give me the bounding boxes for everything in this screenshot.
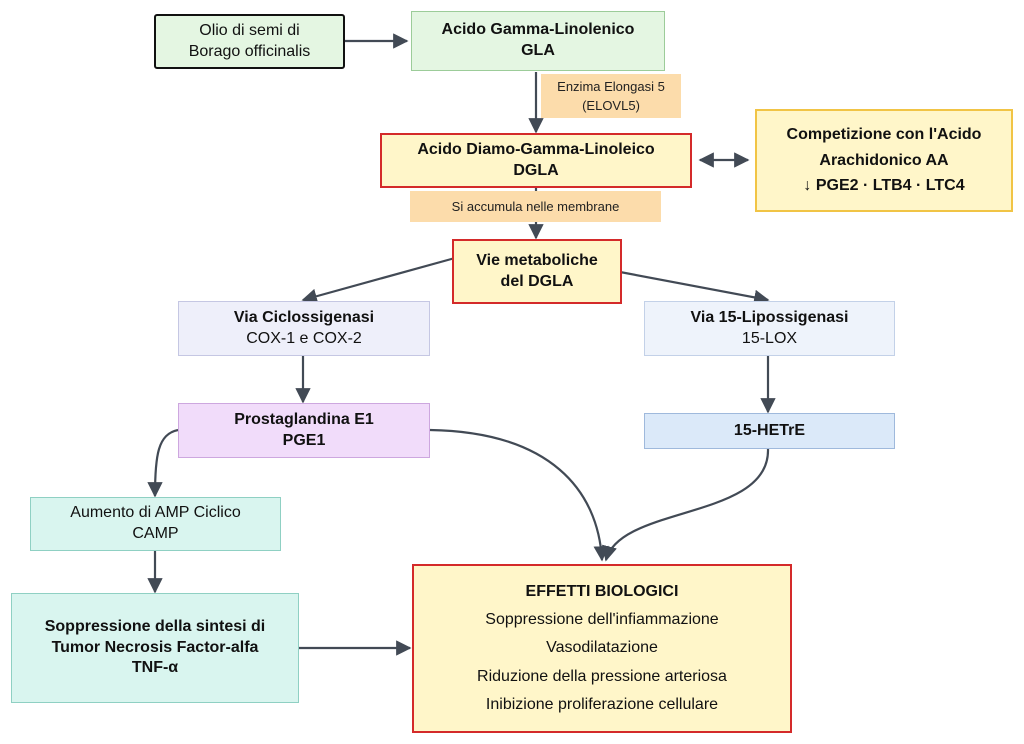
node-pge1-line2: PGE1 <box>282 431 326 449</box>
node-tnf-suppression: Soppressione della sintesi di Tumor Necr… <box>11 593 299 703</box>
node-competition-aa-line2: Arachidonico AA <box>819 151 949 169</box>
node-camp-line1: Aumento di AMP Ciclico <box>70 504 241 522</box>
effect-item-4: Inibizione proliferazione cellulare <box>485 695 719 713</box>
node-dgla-line1: Acido Diamo-Gamma-Linoleico <box>417 140 655 158</box>
node-tnf-suppression-line2: Tumor Necrosis Factor-alfa <box>51 638 259 656</box>
node-biological-effects-title: EFFETTI BIOLOGICI <box>525 583 679 601</box>
node-dgla-pathways-line1: Vie metaboliche <box>476 251 598 269</box>
node-cox-pathway: Via Ciclossigenasi COX-1 e COX-2 <box>178 301 430 356</box>
node-gla: Acido Gamma-Linolenico GLA <box>411 11 665 71</box>
node-15-hetre-text: 15-HETrE <box>733 421 806 439</box>
node-cox-pathway-subtitle: COX-1 e COX-2 <box>246 329 362 347</box>
node-15-hetre: 15-HETrE <box>644 413 895 449</box>
label-elongase-line2: (ELOVL5) <box>582 98 640 113</box>
label-elongase-line1: Enzima Elongasi 5 <box>557 78 665 94</box>
node-borage-oil: Olio di semi di Borago officinalis <box>154 14 345 69</box>
node-camp-line2: CAMP <box>132 525 179 542</box>
node-dgla-pathways: Vie metaboliche del DGLA <box>452 239 622 304</box>
arrow-pge1-to-camp <box>147 428 179 498</box>
node-competition-aa-line1: Competizione con l'Acido <box>786 126 982 144</box>
arrow-pathways-to-lox <box>619 270 770 305</box>
node-lox-pathway: Via 15-Lipossigenasi 15-LOX <box>644 301 895 356</box>
node-lox-pathway-subtitle: 15-LOX <box>741 329 798 347</box>
node-pge1: Prostaglandina E1 PGE1 <box>178 403 430 458</box>
arrow-pge1-to-effects <box>429 428 609 562</box>
node-dgla-pathways-line2: del DGLA <box>500 272 574 290</box>
node-competition-aa: Competizione con l'Acido Arachidonico AA… <box>755 109 1013 212</box>
node-camp: Aumento di AMP Ciclico CAMP <box>30 497 281 551</box>
arrow-hetre-to-effects <box>601 448 770 562</box>
node-gla-line1: Acido Gamma-Linolenico <box>441 21 635 39</box>
label-elongase: Enzima Elongasi 5 (ELOVL5) <box>541 74 681 118</box>
label-membrane-accumulation-text: Si accumula nelle membrane <box>451 198 620 214</box>
node-pge1-line1: Prostaglandina E1 <box>234 410 374 428</box>
node-cox-pathway-title: Via Ciclossigenasi <box>233 308 375 326</box>
node-tnf-suppression-line1: Soppressione della sintesi di <box>44 617 266 635</box>
node-biological-effects: EFFETTI BIOLOGICI Soppressione dell'infi… <box>412 564 792 733</box>
node-tnf-suppression-line3: TNF-α <box>131 659 179 677</box>
node-borage-oil-line2: Borago officinalis <box>188 42 311 60</box>
node-borage-oil-line1: Olio di semi di <box>199 21 300 39</box>
label-membrane-accumulation: Si accumula nelle membrane <box>410 191 661 222</box>
node-dgla-line2: DGLA <box>513 161 559 179</box>
node-lox-pathway-title: Via 15-Lipossigenasi <box>690 308 849 326</box>
effect-item-2: Vasodilatazione <box>546 639 658 657</box>
arrow-pathways-to-cox <box>301 256 456 304</box>
node-competition-aa-line3: ↓ PGE2 · LTB4 · LTC4 <box>803 177 965 195</box>
node-gla-line2: GLA <box>521 42 555 59</box>
effect-item-3: Riduzione della pressione arteriosa <box>477 667 727 685</box>
effect-item-1: Soppressione dell'infiammazione <box>485 611 719 629</box>
node-dgla: Acido Diamo-Gamma-Linoleico DGLA <box>380 133 692 188</box>
